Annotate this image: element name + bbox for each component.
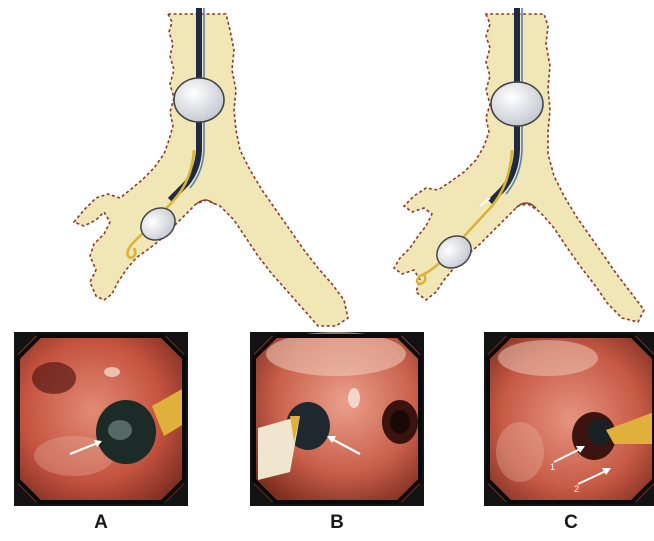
airway-outline-left: [74, 14, 348, 326]
endoscopic-image-c: 1 2: [484, 332, 654, 506]
tracheal-balloon: [491, 82, 543, 126]
panel-label-c: C: [551, 512, 591, 534]
airway-diagrams: [0, 0, 654, 330]
panel-label-a: A: [81, 512, 121, 534]
tracheal-balloon: [174, 78, 224, 122]
airway-tree-right: [394, 8, 644, 322]
arrow-label-2: 2: [574, 484, 579, 494]
airway-tree-left: [74, 8, 348, 326]
panel-label-b: B: [317, 512, 357, 534]
arrow-label-1: 1: [550, 462, 555, 472]
endoscopic-image-b: [250, 332, 424, 506]
endoscopic-image-a: [14, 332, 188, 506]
